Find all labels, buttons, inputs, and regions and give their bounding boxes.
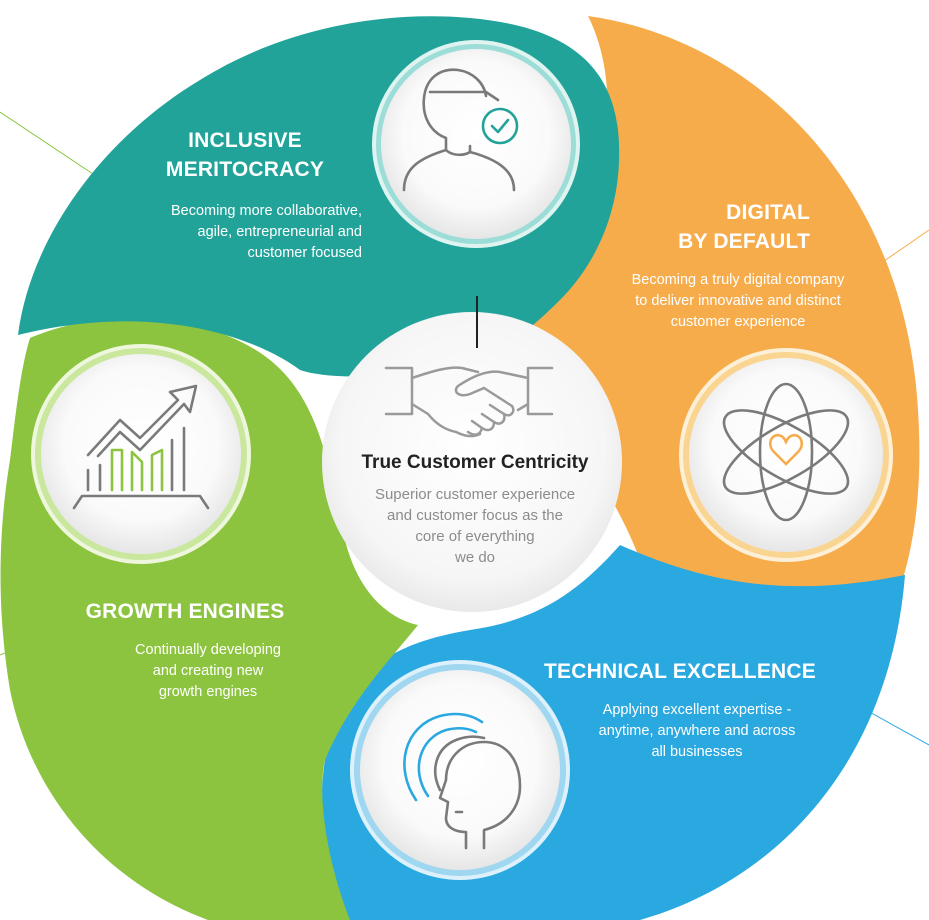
- digital-title-line2: BY DEFAULT: [678, 230, 810, 253]
- atom-heart-icon: [722, 382, 850, 522]
- inclusive-desc-line3: customer focused: [247, 245, 362, 261]
- pointer-line-teal: [0, 111, 103, 181]
- inclusive-desc-line1: Becoming more collaborative,: [170, 203, 362, 219]
- inclusive-title: INCLUSIVE MERITOCRACY: [150, 126, 340, 184]
- technical-description: Applying excellent expertise - anytime, …: [566, 700, 828, 763]
- digital-desc-line1: Becoming a truly digital company: [631, 272, 845, 288]
- digital-desc-line2: to deliver innovative and distinct: [635, 293, 841, 309]
- technical-desc-line2: anytime, anywhere and across: [598, 723, 796, 739]
- growth-desc-line1: Continually developing: [135, 642, 281, 658]
- inclusive-title-line1: INCLUSIVE: [188, 129, 302, 152]
- inclusive-desc-line2: agile, entrepreneurial and: [197, 224, 362, 240]
- bubble-growth: [31, 344, 251, 564]
- center-desc-line1: Superior customer experience: [374, 486, 576, 503]
- growth-desc-line2: and creating new: [152, 663, 264, 679]
- center-circle: [322, 312, 622, 612]
- growth-chart-icon: [72, 384, 210, 510]
- growth-desc-line3: growth engines: [158, 684, 258, 700]
- inclusive-title-line2: MERITOCRACY: [165, 158, 325, 181]
- technical-desc-line1: Applying excellent expertise -: [602, 702, 792, 718]
- person-check-icon: [402, 68, 519, 192]
- bubble-technical: [350, 660, 570, 880]
- center-title: True Customer Centricity: [361, 452, 589, 473]
- technical-desc-line3: all businesses: [651, 744, 743, 760]
- center-desc-line3: core of everything: [415, 528, 535, 545]
- digital-description: Becoming a truly digital company to deli…: [590, 270, 886, 333]
- digital-desc-line3: customer experience: [670, 314, 806, 330]
- digital-title-line1: DIGITAL: [726, 201, 810, 224]
- bubble-inclusive: [372, 40, 580, 248]
- center-desc-line4: we do: [454, 549, 496, 566]
- growth-description: Continually developing and creating new …: [100, 640, 316, 703]
- handshake-icon: [384, 366, 554, 438]
- digital-title: DIGITAL BY DEFAULT: [620, 198, 810, 256]
- growth-title: GROWTH ENGINES: [85, 600, 285, 623]
- technical-title: TECHNICAL EXCELLENCE: [544, 660, 816, 683]
- inclusive-description: Becoming more collaborative, agile, entr…: [100, 201, 362, 264]
- head-signal-icon: [403, 712, 522, 850]
- bubble-digital: [679, 348, 893, 562]
- center-desc-line2: and customer focus as the: [387, 507, 563, 524]
- center-description: Superior customer experience and custome…: [330, 484, 620, 568]
